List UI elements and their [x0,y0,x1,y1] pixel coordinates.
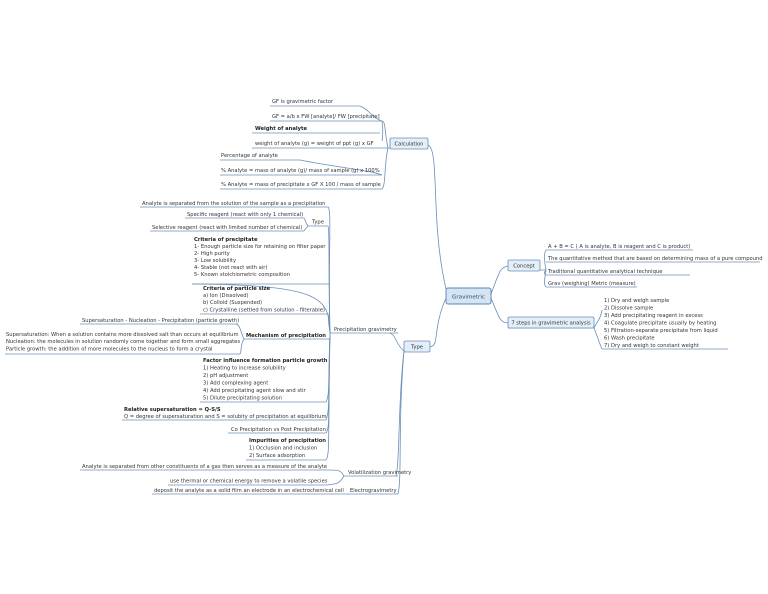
relative-supersaturation-def: Q = degree of supersaturation and S = so… [124,414,327,420]
particle-size-title: Criteria of particle size [203,286,271,292]
volatilization-item: use thermal or chemical energy to remove… [170,479,328,485]
factor-item: 4) Add precipitating agent slow and stir [203,388,307,394]
step-item: 5) Filtration-separate precipitate from … [604,328,718,334]
analyte-separated: Analyte is separated from the solution o… [142,201,325,207]
percent-formula-2: % Analyte = mass of precipitate x GF X 1… [221,182,381,188]
central-node-label: Gravimetric [452,295,485,301]
gf-definition: GF is gravimetric factor [272,99,334,105]
criteria-item: 2- High purity [194,251,230,257]
factor-item: 5) Dilute precipitating solution [203,396,282,402]
criteria-item: 1- Enough particle size for retaining on… [194,244,326,250]
step-item: 4) Coagulate precipitate usually by heat… [604,321,716,327]
weight-formula: weight of analyte (g) = weight of ppt (g… [255,141,374,147]
step-item: 1) Dry and weigh sample [604,298,669,304]
concept-label: Concept [513,264,534,270]
relative-supersaturation-title: Relative supersaturation = Q-S/S [124,407,221,413]
reagent-type-label: Type [311,220,324,226]
factor-item: 1) Heating to increase solubility [203,366,286,372]
electro-item: deposit the analyte as a solid film an e… [154,488,344,494]
percent-title: Percentage of analyte [221,153,278,159]
impurities-title: Impurities of precipitation [249,438,326,444]
calculation-node[interactable] [389,137,429,150]
mechanism-def: Particle growth: the addition of more mo… [6,347,213,353]
gf-formula: GF = a/b x FW [analyte]/ FW [precipitate… [272,114,380,120]
step-item: 7) Dry and weigh to constant weight [604,343,699,349]
specific-reagent: Specific reagent (react with only 1 chem… [187,212,303,218]
precipitation-label: Precipitation gravimetry [334,327,397,333]
factor-item: 2) pH adjustment [203,373,248,379]
step-item: 6) Wash precipitate [604,336,655,342]
criteria-title: Criteria of precipitate [194,237,258,243]
impurities-item: 1) Occlusion and inclusion [249,446,317,452]
calculation-label: Calculation [395,142,424,148]
mechanism-def: Supersaturation: When a solution contain… [6,332,239,338]
concept-item: A + B = C ( A is analyte, B is reagent a… [548,244,690,250]
particle-size-item: a) Ion (Dissolved) [203,293,249,299]
criteria-item: 4- Stable (not react with air) [194,265,267,271]
steps-node[interactable] [507,316,595,329]
mechanism-label: Mechanism of precipitation [246,333,326,339]
type-label: Type [410,345,423,351]
particle-size-item: c) Crystalline (settled from solution - … [203,308,325,314]
concept-item: Grav (weighing) Metric (measure) [548,281,636,287]
impurities-item: 2) Surface adsorption [249,453,305,459]
steps-label: 7 steps in gravimetric analysis [511,321,591,327]
factor-title: Factor influence formation particle grow… [203,358,328,364]
selective-reagent: Selective reagent (react with limited nu… [152,225,302,231]
percent-formula-1: % Analyte = mass of analyte (g)/ mass of… [221,168,380,174]
concept-node[interactable] [507,259,541,272]
volatilization-label: Volatilization gravimetry [348,470,411,476]
particle-size-item: b) Colloid (Suspended) [203,300,262,306]
weight-title: Weight of analyte [255,126,307,132]
mechanism-sequence: Supersaturation - Nucleation - Precipita… [82,318,239,324]
factor-item: 3) Add complexing agent [203,381,268,387]
volatilization-item: Analyte is separated from other constitu… [82,464,327,470]
step-item: 3) Add precipitating reagent in excess [604,313,703,319]
criteria-item: 3- Low solubility [194,258,236,264]
criteria-item: 5- Known stoichiometric composition [194,272,290,278]
electro-label: Electrogravimetry [350,488,397,494]
concept-item: Traditional quantitative analytical tech… [547,269,662,275]
connector-lines [5,105,760,495]
mechanism-def: Nucleation: the molecules in solution ra… [6,339,240,345]
type-node[interactable] [403,340,431,353]
co-post-precipitation: Co Precipitation vs Post Precipitation [231,427,326,433]
central-node-box[interactable] [445,287,492,305]
step-item: 2) Dissolve sample [604,306,653,312]
concept-item: The quantitative method that are based o… [547,256,763,262]
